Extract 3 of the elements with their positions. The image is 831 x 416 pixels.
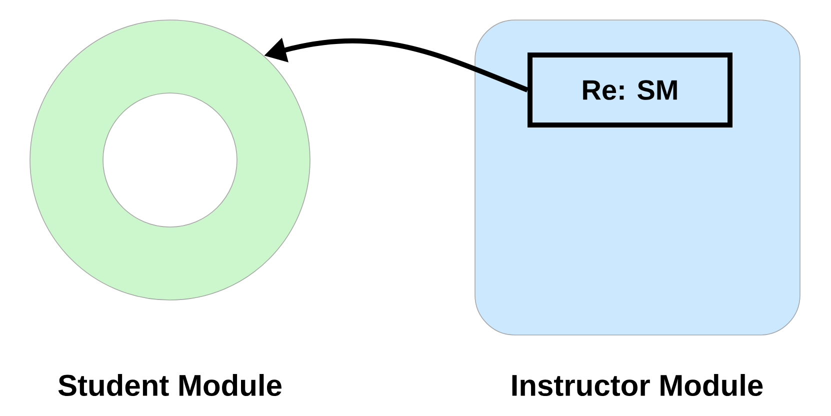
module-label: Instructor Module [512, 374, 763, 396]
module-label: Student Module [58, 374, 282, 396]
label-box: Re: SM [528, 52, 732, 128]
